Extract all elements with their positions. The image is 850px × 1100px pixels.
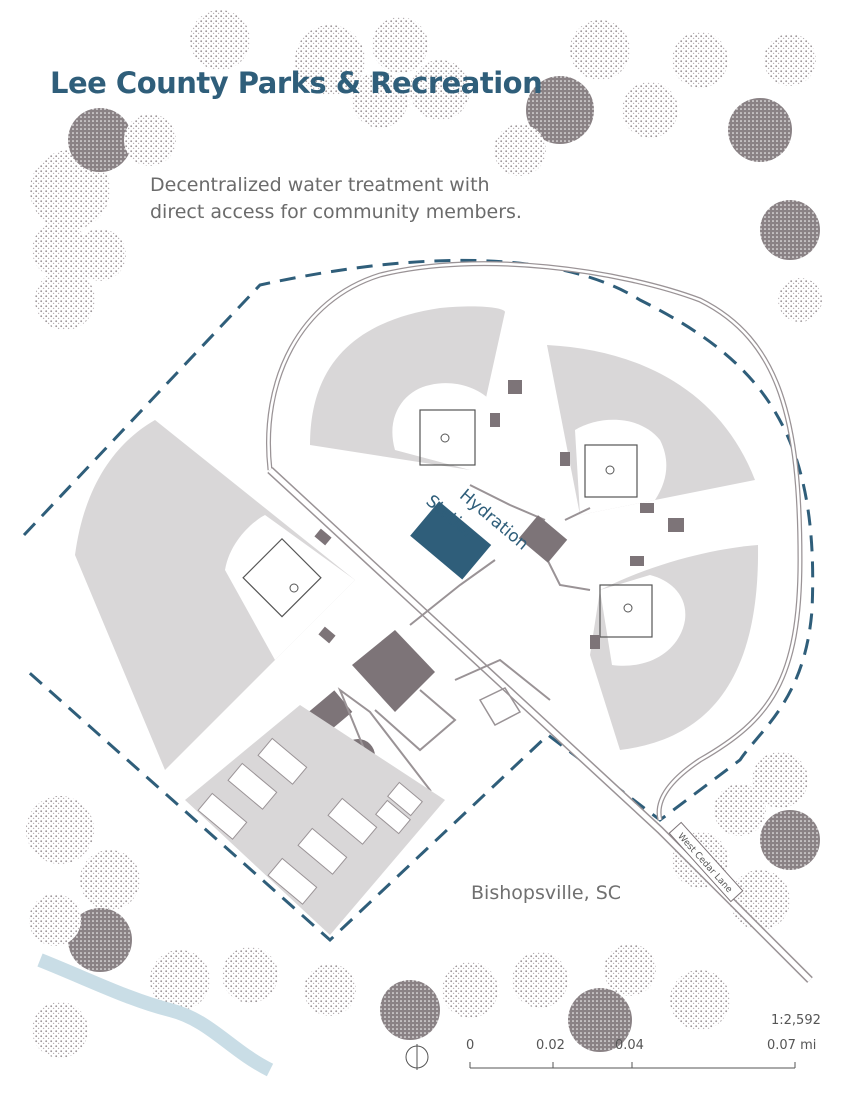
property-boundary — [22, 258, 815, 943]
scale-tick-2: 0.04 — [615, 1038, 644, 1053]
north-ball-field — [310, 306, 522, 470]
east-ball-field — [547, 345, 755, 532]
hydration-station — [410, 501, 492, 580]
subtitle-line-2: direct access for community members. — [150, 201, 522, 223]
scale-tick-0: 0 — [466, 1038, 475, 1053]
scale-tick-3: 0.07 mi — [767, 1038, 817, 1053]
north-arrow-icon — [405, 1044, 429, 1070]
page-subtitle: Decentralized water treatment with direc… — [150, 172, 522, 226]
west-ball-field — [75, 420, 355, 770]
tree-canopy — [26, 10, 822, 1058]
hub-paths — [374, 484, 591, 752]
scale-ratio: 1:2,592 — [771, 1013, 821, 1028]
subtitle-line-1: Decentralized water treatment with — [150, 174, 490, 196]
scale-bar — [469, 1062, 796, 1069]
creek — [37, 953, 274, 1077]
place-label: Bishopsville, SC — [471, 882, 622, 904]
page-title: Lee County Parks & Recreation — [50, 66, 543, 100]
parking-lot — [185, 705, 445, 935]
central-pavilion — [518, 515, 568, 563]
scale-tick-1: 0.02 — [536, 1038, 565, 1053]
southeast-ball-field — [590, 545, 759, 750]
